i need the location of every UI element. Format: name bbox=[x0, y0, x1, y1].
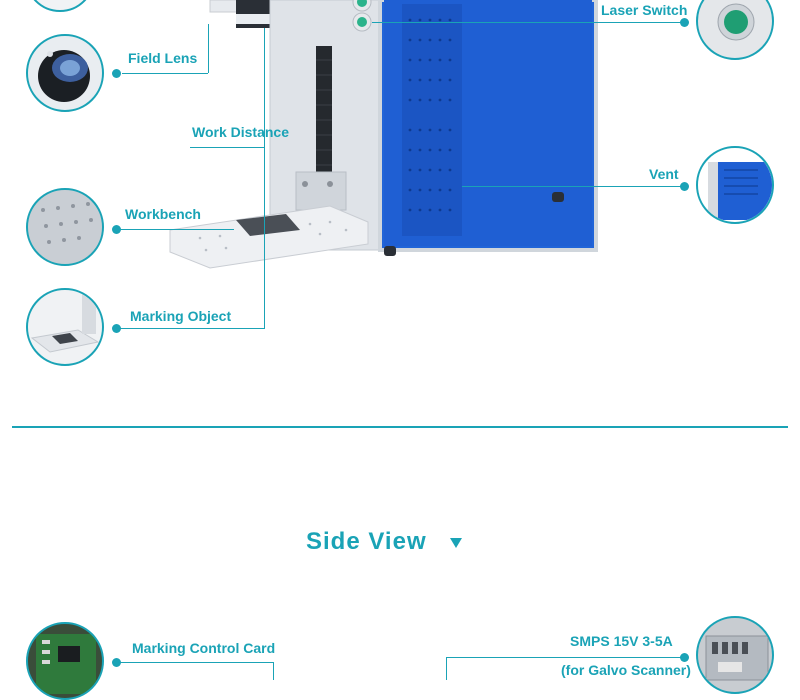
vent-line bbox=[462, 186, 684, 187]
work-distance-label: Work Distance bbox=[192, 124, 289, 140]
power-supply-icon bbox=[705, 635, 769, 681]
smps-thumbnail bbox=[696, 616, 774, 694]
laser-switch-thumbnail bbox=[696, 0, 774, 60]
laser-switch-label: Laser Switch bbox=[601, 2, 688, 18]
marking-object-thumbnail bbox=[26, 288, 104, 366]
workbench-thumbnail bbox=[26, 188, 104, 266]
triangle-down-icon bbox=[450, 538, 462, 548]
circuit-board-icon bbox=[36, 634, 96, 694]
vent-label: Vent bbox=[649, 166, 679, 182]
vent-thumbnail bbox=[696, 146, 774, 224]
workbench-dot bbox=[112, 225, 121, 234]
green-button-icon bbox=[717, 3, 755, 41]
smps-label-line1: SMPS 15V 3-5A bbox=[570, 633, 673, 649]
marking-object-dot bbox=[112, 324, 121, 333]
section-divider bbox=[12, 426, 788, 428]
control-card-line-vertical bbox=[273, 662, 274, 680]
smps-line bbox=[446, 657, 684, 658]
vent-dot bbox=[680, 182, 689, 191]
smps-line-vertical bbox=[446, 657, 447, 680]
work-distance-line bbox=[264, 28, 265, 328]
marking-object-icon bbox=[30, 294, 100, 353]
control-card-thumbnail bbox=[26, 622, 104, 700]
field-lens-label: Field Lens bbox=[128, 50, 198, 66]
laser-machine-illustration bbox=[169, 0, 598, 269]
workbench-label: Workbench bbox=[125, 206, 201, 222]
control-card-dot bbox=[112, 658, 121, 667]
smps-label-line2: (for Galvo Scanner) bbox=[561, 662, 691, 678]
vent-icon bbox=[708, 162, 772, 220]
workbench-line bbox=[118, 229, 234, 230]
smps-dot bbox=[680, 653, 689, 662]
control-card-line bbox=[118, 662, 274, 663]
field-lens-dot bbox=[112, 69, 121, 78]
field-lens-line bbox=[122, 73, 208, 74]
work-distance-underline bbox=[190, 147, 264, 148]
field-lens-thumbnail bbox=[26, 34, 104, 112]
laser-switch-dot bbox=[680, 18, 689, 27]
marking-object-label: Marking Object bbox=[130, 308, 232, 324]
workbench-holes-icon bbox=[41, 202, 93, 244]
marking-control-card-label: Marking Control Card bbox=[132, 640, 276, 656]
marking-object-line bbox=[118, 328, 265, 329]
side-view-title: Side View bbox=[306, 528, 427, 555]
field-lens-line-vertical bbox=[208, 24, 209, 73]
field-lens-icon bbox=[38, 50, 90, 102]
laser-switch-line bbox=[372, 22, 684, 23]
